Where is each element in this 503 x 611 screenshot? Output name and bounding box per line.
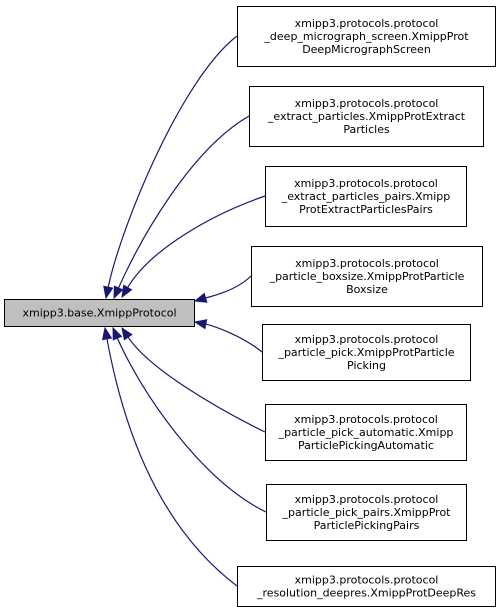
derived-class-node-label-line: _deep_micrograph_screen.XmippProt bbox=[263, 30, 469, 43]
derived-class-node[interactable]: xmipp3.protocols.protocol_particle_pick.… bbox=[262, 324, 471, 381]
derived-class-node-label-line: _particle_pick.XmippProtParticle bbox=[277, 346, 454, 359]
derived-class-node[interactable]: xmipp3.protocols.protocol_particle_pick_… bbox=[265, 404, 467, 461]
derived-class-node-label-line: xmipp3.protocols.protocol bbox=[295, 493, 439, 506]
inheritance-edge bbox=[107, 35, 238, 288]
inheritance-edge bbox=[127, 336, 266, 433]
derived-class-node-box bbox=[251, 246, 483, 307]
inheritance-arrowhead bbox=[103, 285, 114, 300]
derived-class-node-label-line: Picking bbox=[347, 359, 386, 372]
derived-class-node-label-line: _extract_particles.XmippProtExtract bbox=[267, 110, 466, 123]
derived-class-node-box bbox=[237, 566, 496, 607]
inheritance-arrowhead bbox=[121, 326, 133, 341]
derived-class-node-label-line: _particle_pick_pairs.XmippProt bbox=[281, 506, 451, 519]
base-class-node-box bbox=[4, 299, 195, 327]
derived-class-node[interactable]: xmipp3.protocols.protocol_particle_pick_… bbox=[266, 484, 467, 541]
derived-class-node-label-line: xmipp3.protocols.protocol bbox=[295, 333, 439, 346]
derived-class-node-label-line: xmipp3.protocols.protocol bbox=[295, 573, 439, 586]
derived-class-node-box bbox=[266, 484, 467, 541]
inheritance-edge bbox=[106, 338, 238, 587]
derived-class-node[interactable]: xmipp3.protocols.protocol_resolution_dee… bbox=[237, 566, 496, 607]
inheritance-edge bbox=[127, 195, 266, 288]
derived-class-node-label-line: xmipp3.protocols.protocol bbox=[294, 413, 438, 426]
derived-class-node-label-line: xmipp3.protocols.protocol bbox=[295, 257, 439, 270]
base-class-node[interactable]: xmipp3.base.XmippProtocol bbox=[4, 299, 195, 327]
derived-class-node-label-line: ProtExtractParticlesPairs bbox=[299, 203, 433, 216]
inheritance-edge bbox=[117, 115, 250, 289]
derived-class-node-label-line: xmipp3.protocols.protocol bbox=[295, 17, 439, 30]
derived-class-node-label-line: _extract_particles_pairs.Xmipp bbox=[281, 190, 451, 203]
derived-class-node-label-line: _resolution_deepres.XmippProtDeepRes bbox=[256, 587, 476, 600]
derived-class-node-box bbox=[265, 166, 467, 227]
derived-class-node-label-line: ParticlePickingAutomatic bbox=[298, 439, 434, 452]
derived-class-node-label-line: Particles bbox=[343, 123, 390, 136]
derived-class-node-label-line: Boxsize bbox=[346, 283, 388, 296]
derived-class-node-label-line: DeepMicrographScreen bbox=[302, 43, 431, 56]
derived-class-node[interactable]: xmipp3.protocols.protocol_extract_partic… bbox=[265, 166, 467, 227]
derived-class-node[interactable]: xmipp3.protocols.protocol_deep_micrograp… bbox=[237, 6, 496, 67]
edges-layer bbox=[101, 35, 267, 587]
inheritance-arrowhead bbox=[113, 285, 124, 300]
derived-class-node[interactable]: xmipp3.protocols.protocol_extract_partic… bbox=[249, 86, 484, 147]
derived-class-node-label-line: xmipp3.protocols.protocol bbox=[294, 177, 438, 190]
derived-class-node-label-line: ParticlePickingPairs bbox=[314, 519, 420, 532]
inheritance-arrowhead bbox=[112, 326, 123, 341]
inheritance-arrowhead bbox=[193, 319, 208, 330]
derived-class-node-label-line: _particle_pick_automatic.Xmipp bbox=[278, 426, 454, 439]
inheritance-edge bbox=[205, 323, 263, 353]
derived-class-node-box bbox=[249, 86, 484, 147]
nodes-layer: xmipp3.protocols.protocol_deep_micrograp… bbox=[4, 6, 496, 607]
derived-class-node-label-line: _particle_boxsize.XmippProtParticle bbox=[269, 270, 465, 283]
derived-class-node-box bbox=[265, 404, 467, 461]
base-class-node-label-line: xmipp3.base.XmippProtocol bbox=[22, 307, 176, 320]
inheritance-arrowhead bbox=[101, 326, 113, 341]
derived-class-node-label-line: xmipp3.protocols.protocol bbox=[295, 97, 439, 110]
inheritance-edge bbox=[204, 275, 252, 299]
derived-class-node-box bbox=[237, 6, 496, 67]
derived-class-node[interactable]: xmipp3.protocols.protocol_particle_boxsi… bbox=[251, 246, 483, 307]
inheritance-arrowhead bbox=[193, 292, 208, 303]
inheritance-arrowhead bbox=[121, 284, 133, 299]
derived-class-node-box bbox=[262, 324, 471, 381]
inheritance-edge bbox=[116, 337, 267, 513]
